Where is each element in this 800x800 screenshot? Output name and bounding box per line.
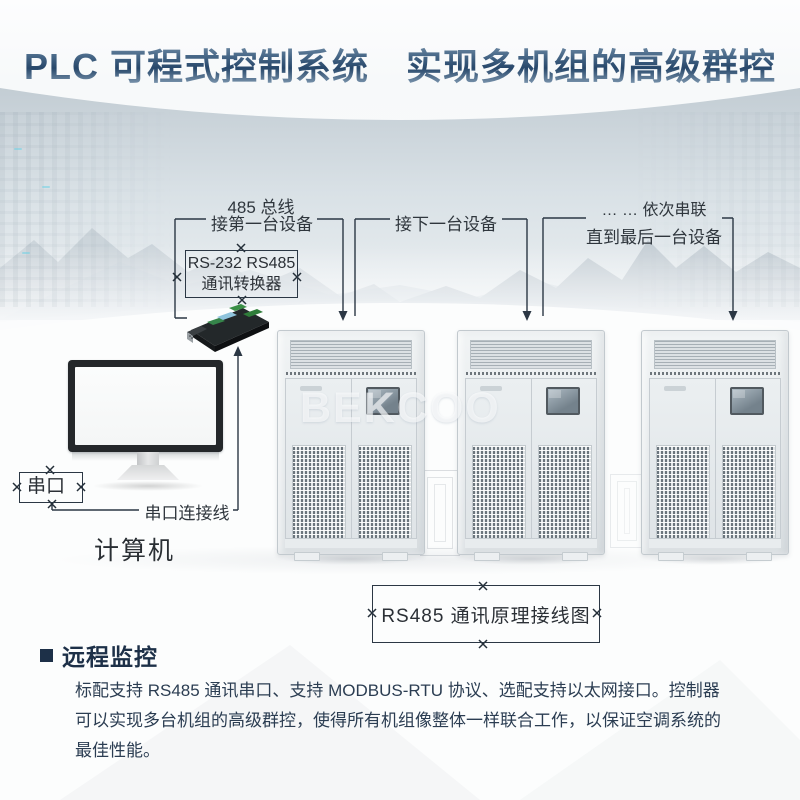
monitor-screen bbox=[75, 367, 216, 445]
section-body-line: 标配支持 RS485 通讯串口、支持 MODBUS-RTU 协议、选配支持以太网… bbox=[75, 681, 720, 700]
wiring-diagram-label-box: RS485 通讯原理接线图 bbox=[372, 585, 600, 643]
serial-chain-label: … … 依次串联 bbox=[601, 202, 707, 219]
ac-unit-bottom-rail bbox=[465, 538, 597, 548]
serial-port-box: 串口 bbox=[19, 472, 83, 503]
ac-unit-vent-strip bbox=[286, 372, 416, 375]
ac-unit-display-screen bbox=[546, 387, 580, 415]
ac-unit-perforated-grille bbox=[538, 445, 592, 539]
ac-unit-display-screen bbox=[730, 387, 764, 415]
ac-unit-logo bbox=[480, 386, 502, 391]
bus-label: 485 总线 bbox=[227, 198, 295, 217]
rs485-converter-device bbox=[187, 304, 269, 352]
ac-unit-logo bbox=[300, 386, 322, 391]
serial-cable-label: 串口连接线 bbox=[144, 504, 230, 523]
bus-bracket-2 bbox=[354, 218, 532, 321]
serial-cable-line bbox=[51, 346, 243, 511]
monitor-stand-base bbox=[117, 465, 179, 480]
ac-unit-vent-strip bbox=[466, 372, 596, 375]
monitor-stand-neck bbox=[137, 452, 159, 466]
wall-texture-right bbox=[625, 112, 800, 307]
last-device-label: 直到最后一台设备 bbox=[586, 228, 722, 247]
floor-facet-left bbox=[60, 645, 480, 800]
converter-label-line2: 通讯转换器 bbox=[201, 276, 282, 293]
monitor-shadow bbox=[92, 481, 204, 491]
converter-label-line1: RS-232 RS485 bbox=[187, 255, 296, 272]
ac-unit-foot bbox=[474, 552, 500, 561]
computer-monitor bbox=[68, 360, 223, 452]
wall-glint bbox=[14, 148, 22, 150]
ac-unit-foot bbox=[382, 552, 408, 561]
brand-watermark: BEKCOO bbox=[300, 384, 501, 432]
section-body: 标配支持 RS485 通讯串口、支持 MODBUS-RTU 协议、选配支持以太网… bbox=[75, 676, 767, 766]
wall-glint bbox=[42, 186, 50, 188]
section-heading: 远程监控 bbox=[62, 644, 158, 670]
floor-facet-right bbox=[520, 660, 800, 800]
ac-unit-2 bbox=[457, 330, 605, 561]
ac-unit-foot bbox=[294, 552, 320, 561]
ac-unit-perforated-grille bbox=[358, 445, 412, 539]
section-bullet bbox=[40, 649, 53, 662]
first-device-label: 接第一台设备 bbox=[211, 215, 313, 234]
wall-glint bbox=[22, 252, 30, 254]
ac-unit-display-screen bbox=[366, 387, 400, 415]
ac-unit-foot bbox=[746, 552, 772, 561]
section-body-line: 可以实现多台机组的高级群控，使得所有机组像整体一样联合工作，以保证空调系统的 bbox=[75, 711, 721, 730]
next-device-label: 接下一台设备 bbox=[395, 215, 497, 234]
ac-unit-top-grille bbox=[290, 340, 412, 369]
ac-unit-perforated-grille bbox=[722, 445, 776, 539]
ac-unit-foot bbox=[658, 552, 684, 561]
ac-unit-bottom-rail bbox=[285, 538, 417, 548]
ac-unit-3 bbox=[641, 330, 789, 561]
computer-label: 计算机 bbox=[94, 537, 176, 565]
ac-unit-logo bbox=[664, 386, 686, 391]
ac-unit-1 bbox=[277, 330, 425, 561]
ac-unit-perforated-grille bbox=[292, 445, 346, 539]
ac-unit-top-grille bbox=[470, 340, 592, 369]
wall-texture-left bbox=[0, 112, 175, 307]
ac-unit-bottom-rail bbox=[649, 538, 781, 548]
ac-unit-door-divider bbox=[351, 378, 352, 538]
ac-unit-perforated-grille bbox=[472, 445, 526, 539]
bus-bracket-3 bbox=[542, 217, 738, 321]
converter-label-box: RS-232 RS485 通讯转换器 bbox=[185, 250, 298, 298]
ac-unit-door-divider bbox=[531, 378, 532, 538]
section-body-line: 最佳性能。 bbox=[75, 741, 160, 760]
ac-unit-door-divider bbox=[715, 378, 716, 538]
page-title: PLC 可程式控制系统 实现多机组的高级群控 bbox=[0, 38, 800, 90]
ac-unit-top-grille bbox=[654, 340, 776, 369]
ac-unit-vent-strip bbox=[650, 372, 780, 375]
ac-unit-foot bbox=[562, 552, 588, 561]
bus-bracket-1 bbox=[174, 218, 348, 321]
